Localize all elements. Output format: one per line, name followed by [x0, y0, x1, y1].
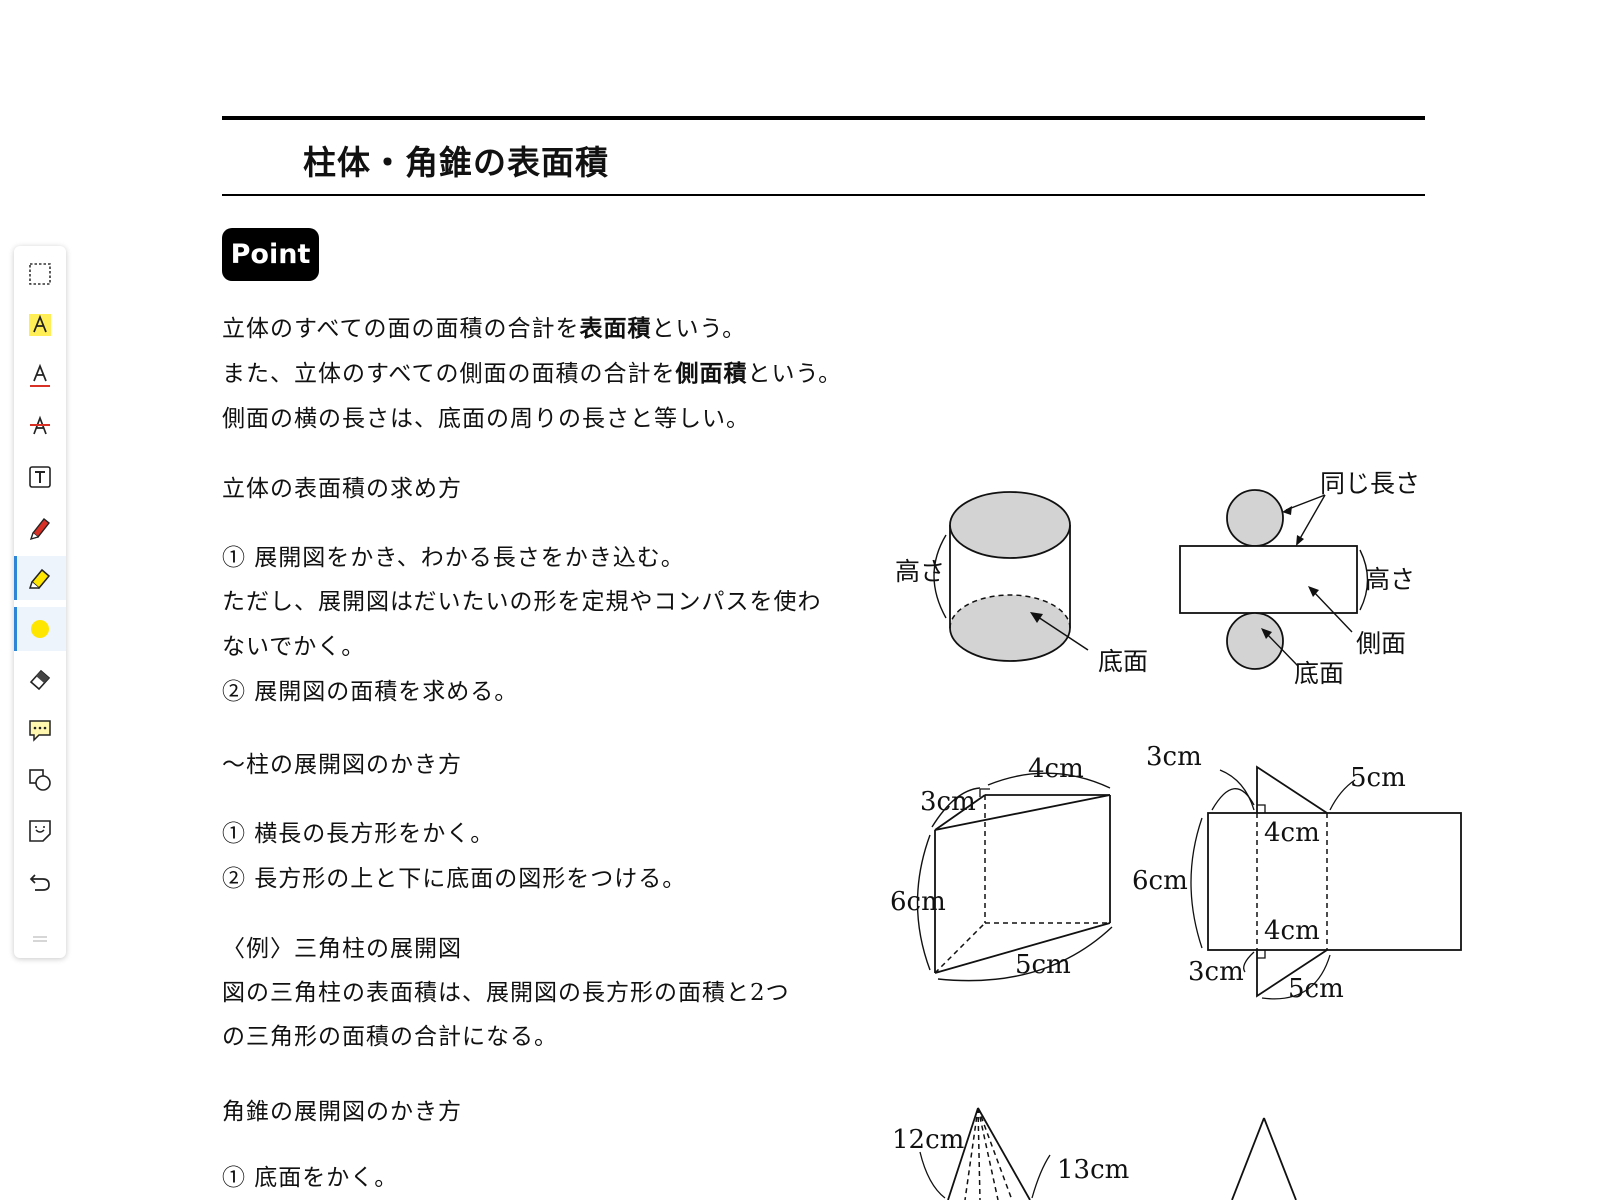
shape-tool[interactable] — [14, 758, 66, 802]
section-heading-prism-net: ～柱の展開図のかき方 — [222, 752, 462, 778]
color-picker[interactable] — [14, 607, 66, 651]
net-bottom-3cm: 3cm — [1188, 957, 1244, 987]
text-box-tool[interactable] — [14, 455, 66, 499]
underline-a-icon — [30, 363, 50, 387]
shapes-icon — [29, 769, 51, 791]
highlighter-tool[interactable] — [14, 556, 66, 600]
comment-icon — [29, 720, 51, 742]
undo-tool[interactable] — [14, 860, 66, 904]
undo-icon — [29, 874, 50, 891]
example-line-2: の三角形の面積の合計になる。 — [222, 1024, 558, 1050]
net-side-label: 側面 — [1356, 629, 1406, 658]
step-1-note: ただし、展開図はだいたいの形を定規やコンパスを使わ — [222, 589, 822, 615]
pyramid-length-13cm: 13cm — [1057, 1155, 1129, 1185]
net-bottom-4cm: 4cm — [1264, 916, 1320, 946]
text-box-icon — [29, 466, 51, 488]
example-line-1: 図の三角柱の表面積は、展開図の長方形の面積と2つ — [222, 980, 790, 1006]
triangular-prism-figure: 4cm 3cm 6cm 5cm — [890, 754, 1113, 982]
step-1: ① 展開図をかき、わかる長さをかき込む。 — [222, 545, 685, 571]
paragraph-surface-area: 立体のすべての面の面積の合計を表面積という。 — [222, 316, 747, 342]
step-2: ② 展開図の面積を求める。 — [222, 679, 519, 705]
pyramid-length-12cm: 12cm — [892, 1125, 964, 1155]
cylinder-base-label: 底面 — [1098, 647, 1148, 676]
sticker-tool[interactable] — [14, 809, 66, 853]
net-top-5cm: 5cm — [1350, 763, 1406, 793]
toolbar-grip-icon[interactable] — [33, 936, 47, 942]
highlight-a-icon — [29, 314, 51, 336]
highlighter-icon — [28, 568, 51, 590]
prism-step-1: ① 横長の長方形をかく。 — [222, 821, 495, 847]
paragraph-lateral-area: また、立体のすべての側面の面積の合計を側面積という。 — [222, 361, 843, 387]
prism-step-2: ② 長方形の上と下に底面の図形をつける。 — [222, 866, 687, 892]
eraser-tool[interactable] — [14, 657, 66, 701]
strikethrough-a-icon — [30, 415, 50, 435]
cylinder-figure: 高さ 底面 — [895, 491, 1148, 676]
pen-icon — [29, 518, 50, 541]
net-top-3cm: 3cm — [1146, 742, 1202, 772]
prism-length-5cm: 5cm — [1015, 950, 1071, 980]
step-1-note-cont: ないでかく。 — [222, 634, 366, 660]
eraser-icon — [29, 669, 51, 691]
prism-length-3cm: 3cm — [920, 787, 976, 817]
highlight-text-tool[interactable] — [14, 303, 66, 347]
pyramid-net-figure — [1231, 1117, 1297, 1200]
pen-tool[interactable] — [14, 506, 66, 550]
net-same-length-label: 同じ長さ — [1320, 469, 1420, 498]
underline-tool[interactable] — [14, 354, 66, 398]
pyramid-step-1: ① 底面をかく。 — [222, 1165, 399, 1191]
strikethrough-tool[interactable] — [14, 404, 66, 448]
cylinder-net-figure: 同じ長さ 高さ 側面 底面 — [1179, 469, 1420, 688]
pyramid-figure: 12cm 13cm — [892, 1107, 1129, 1200]
net-height-6cm: 6cm — [1132, 866, 1188, 896]
point-badge: Point — [222, 228, 319, 281]
prism-height-6cm: 6cm — [890, 887, 946, 917]
section-heading-pyramid-net: 角錐の展開図のかき方 — [222, 1099, 462, 1125]
prism-net-figure: 3cm 5cm 4cm 6cm 4cm 3cm 5cm — [1132, 742, 1462, 1004]
sticker-icon — [29, 820, 51, 842]
header-rule-bottom — [222, 194, 1425, 196]
net-height-label: 高さ — [1365, 565, 1415, 594]
section-heading-method: 立体の表面積の求め方 — [222, 476, 462, 502]
page-title: 柱体・角錐の表面積 — [303, 143, 609, 182]
dotted-rect-icon — [29, 263, 51, 285]
comment-tool[interactable] — [14, 708, 66, 752]
example-heading: 〈例〉三角柱の展開図 — [222, 936, 462, 962]
prism-length-4cm: 4cm — [1028, 754, 1084, 784]
net-top-4cm: 4cm — [1264, 818, 1320, 848]
cylinder-height-label: 高さ — [895, 557, 945, 586]
select-tool[interactable] — [14, 252, 66, 296]
header-rule-top — [222, 116, 1425, 120]
paragraph-side-length: 側面の横の長さは、底面の周りの長さと等しい。 — [222, 406, 750, 432]
color-dot-icon — [31, 620, 49, 638]
net-base-label: 底面 — [1294, 659, 1344, 688]
annotation-toolbar — [14, 246, 66, 958]
net-bottom-5cm: 5cm — [1288, 974, 1344, 1004]
